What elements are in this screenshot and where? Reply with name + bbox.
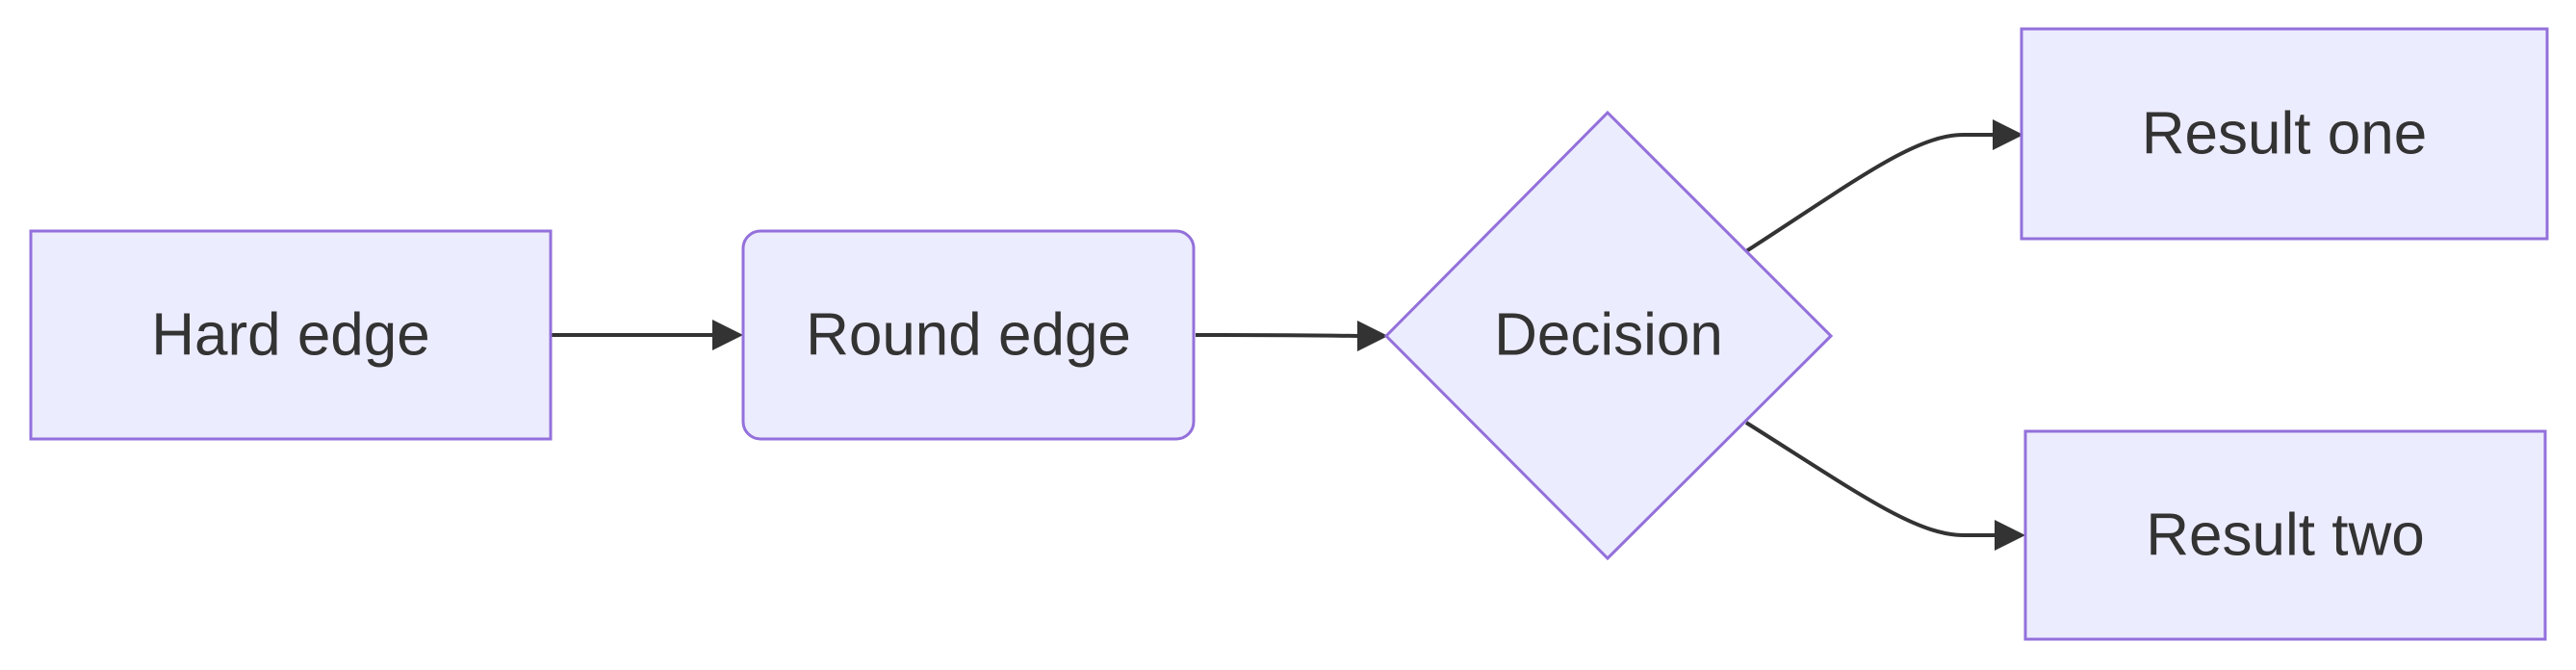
node-label: Result one — [2142, 101, 2427, 168]
node-shape — [2020, 27, 2549, 241]
node-label: Result two — [2146, 502, 2424, 569]
node-label: Decision — [1494, 302, 1723, 369]
node-hard-edge[interactable]: Hard edge — [29, 229, 553, 441]
edge-hard-edge-to-round-edge — [551, 320, 743, 350]
node-label: Hard edge — [151, 302, 430, 369]
edge-decision-to-result-two — [1744, 421, 2025, 551]
node-shape — [1383, 110, 1834, 561]
node-shape — [2023, 429, 2547, 641]
node-result-one[interactable]: Result one — [2020, 27, 2549, 241]
edges — [551, 119, 2025, 551]
arrowhead-icon — [1993, 119, 2023, 150]
edge-decision-to-result-one — [1744, 119, 2023, 253]
arrowhead-icon — [1995, 520, 2025, 551]
edge-line — [1744, 133, 1995, 253]
node-decision[interactable]: Decision — [1383, 110, 1834, 561]
node-shape — [741, 229, 1196, 441]
node-label: Round edge — [806, 302, 1131, 369]
edge-line — [1195, 333, 1360, 338]
edge-round-edge-to-decision — [1195, 321, 1388, 351]
arrowhead-icon — [712, 320, 743, 350]
edge-line — [1744, 421, 1996, 537]
node-result-two[interactable]: Result two — [2023, 429, 2547, 641]
arrowhead-icon — [1357, 321, 1388, 351]
node-shape — [29, 229, 553, 441]
node-round-edge[interactable]: Round edge — [741, 229, 1196, 441]
